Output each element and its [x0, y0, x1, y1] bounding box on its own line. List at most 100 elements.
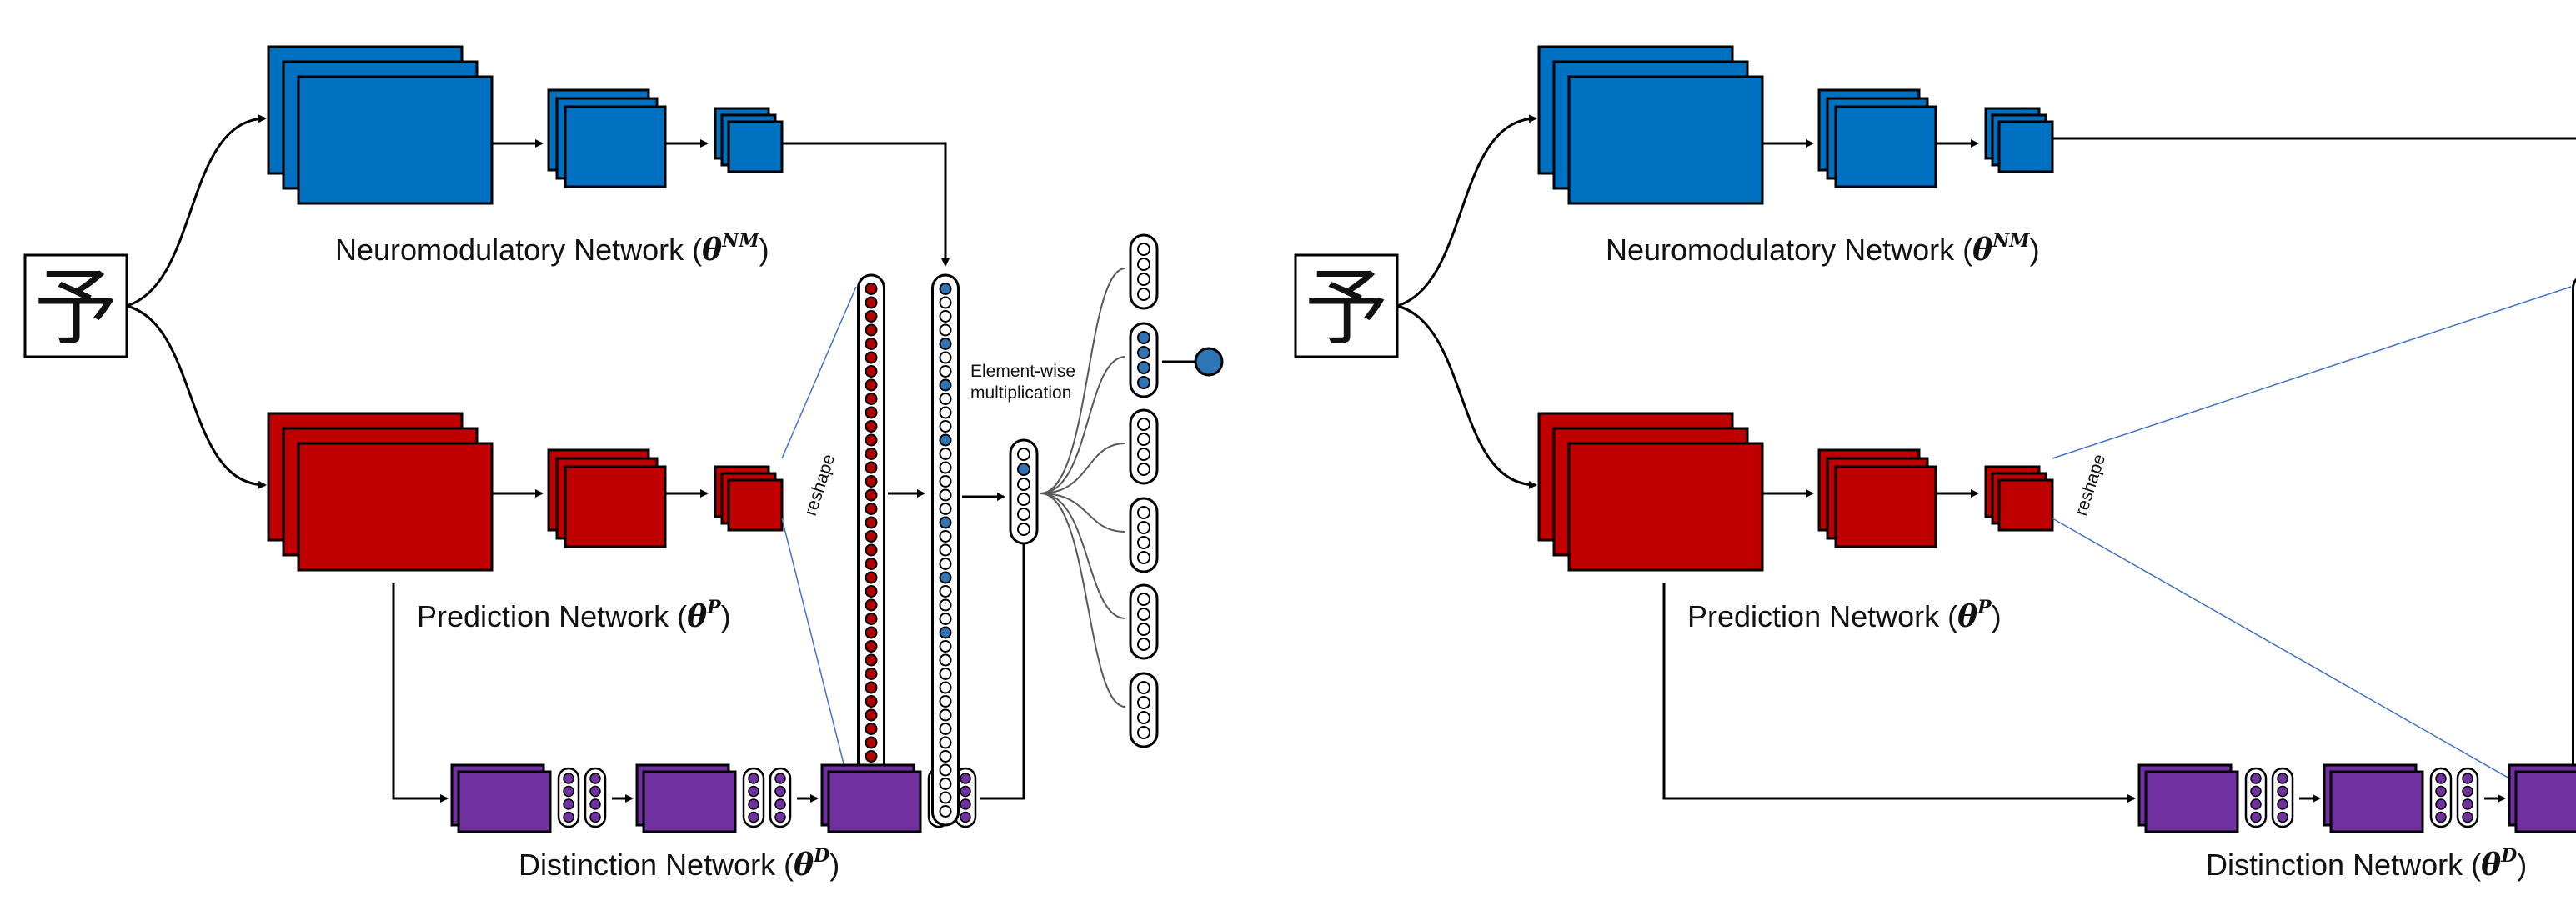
prediction-network-label-theta: θ: [1957, 599, 1977, 634]
task-head-3-node: [1137, 448, 1150, 461]
task-head-2-node: [1137, 346, 1150, 359]
reshaped-prediction-vector-capsule: [2572, 278, 2576, 823]
neuromodulatory-conv-block-1: [267, 45, 494, 205]
distinction-vector-3-node: [960, 811, 971, 823]
fan-line-4: [1040, 493, 1126, 533]
masked-feature-vector-node: [939, 763, 952, 777]
distinction-vector-1-node: [2277, 798, 2288, 810]
reshape-guide-bottom: [2052, 518, 2572, 814]
distinction-vector-2-node: [2435, 773, 2447, 784]
distinction-vector-2-capsule: [2456, 767, 2479, 828]
prediction-conv-block-3-layer: [1997, 478, 2054, 532]
masked-feature-vector-node: [939, 448, 952, 460]
masked-feature-vector-node: [939, 296, 952, 309]
task-head-1-node: [1137, 273, 1150, 286]
reshape-label: reshape: [2072, 452, 2109, 518]
distinction-vector-1-node: [2277, 811, 2288, 823]
neuromodulatory-conv-block-3: [1984, 107, 2054, 173]
masked-feature-vector-node: [939, 695, 952, 708]
masked-feature-vector-node: [939, 393, 952, 405]
prediction-network-label-superscript: P: [706, 597, 722, 618]
neuromodulatory-conv-block-1-layer: [1567, 75, 1764, 205]
task-head-3-capsule: [1129, 408, 1159, 485]
task-head-4-node: [1137, 521, 1150, 534]
distinction-network-label-text: Distinction Network (: [2206, 848, 2481, 882]
reshaped-prediction-vector-node: [865, 323, 878, 337]
neuromodulatory-conv-block-2: [547, 88, 667, 188]
distinction-vector-2-node: [774, 811, 786, 823]
reshaped-prediction-vector-node: [865, 585, 878, 598]
neuromodulatory-network-label-superscript: NM: [721, 230, 759, 252]
connector-distinction-to-shared: [980, 543, 1025, 800]
task-head-1-capsule: [1129, 233, 1159, 310]
masked-feature-vector-node: [939, 681, 952, 694]
neuromodulatory-network-label-paren: ): [759, 233, 769, 267]
reshaped-prediction-vector-node: [865, 475, 878, 488]
neuromodulatory-network-label: Neuromodulatory Network (θNM): [335, 230, 769, 268]
task-head-3-node: [1137, 418, 1150, 431]
masked-feature-vector-node: [939, 723, 952, 735]
task-head-1: [1129, 233, 1159, 310]
fan-line-2: [1040, 356, 1126, 494]
task-head-2-node: [1137, 376, 1150, 389]
distinction-vector-2-node: [774, 773, 786, 784]
distinction-vector-1-node: [589, 773, 601, 784]
input-image-frame: [23, 253, 128, 358]
fan-line-3: [1040, 443, 1126, 494]
reshaped-prediction-vector-node: [865, 750, 878, 763]
distinction-network-label-theta: θ: [794, 848, 814, 883]
reshaped-prediction-vector-node: [865, 310, 878, 323]
shared-feature-vector-node: [1017, 478, 1030, 491]
masked-feature-vector-node: [939, 585, 952, 598]
neuromodulatory-network-label-text: Neuromodulatory Network (: [1606, 233, 1972, 267]
elementwise-label-line1: Element-wise: [970, 362, 1075, 381]
masked-feature-vector-node: [939, 475, 952, 488]
prediction-conv-block-1: [1537, 412, 1764, 572]
neuromodulatory-network-label: Neuromodulatory Network (θNM): [1606, 230, 2040, 268]
reshaped-prediction-vector-node: [865, 351, 878, 364]
reshaped-prediction-vector-node: [865, 681, 878, 694]
distinction-network-label: Distinction Network (θD): [519, 845, 839, 883]
masked-feature-vector-node: [939, 365, 952, 378]
neuromodulatory-conv-block-1-layer: [297, 75, 494, 205]
prediction-network-label-paren: ): [1992, 599, 2002, 633]
task-head-6-node: [1137, 711, 1150, 724]
distinction-network-label-paren: ): [829, 848, 839, 882]
distinction-vector-1-node: [2250, 798, 2262, 810]
reshaped-prediction-vector-node: [865, 530, 878, 543]
task-head-4-node: [1137, 536, 1150, 549]
shared-feature-vector: [1009, 438, 1039, 545]
shared-feature-vector-node: [1017, 508, 1030, 521]
input-character-icon: 予: [34, 262, 118, 355]
shared-feature-vector-node: [1017, 493, 1030, 506]
distinction-vector-2-node: [774, 798, 786, 810]
task-head-3-node: [1137, 433, 1150, 446]
masked-feature-vector-node: [939, 668, 952, 680]
distinction-vector-3-node: [960, 798, 971, 810]
distinction-conv-block-2-layer: [642, 770, 737, 833]
distinction-vector-2-node: [748, 811, 759, 823]
reshaped-prediction-vector-node: [865, 668, 878, 680]
distinction-vector-2-capsule: [2429, 767, 2453, 828]
distinction-network-label: Distinction Network (θD): [2206, 845, 2527, 883]
prediction-conv-block-2: [547, 448, 667, 548]
reshaped-prediction-vector-node: [865, 461, 878, 474]
reshaped-prediction-vector-node: [865, 516, 878, 529]
distinction-conv-block-3: [820, 763, 922, 833]
shared-feature-vector-node: [1017, 448, 1030, 461]
task-head-5-node: [1137, 608, 1150, 621]
distinction-network-label-text: Distinction Network (: [519, 848, 794, 882]
reshaped-prediction-vector: [2572, 278, 2576, 823]
task-head-6-capsule: [1129, 672, 1159, 748]
masked-feature-vector-node: [939, 805, 952, 818]
reshaped-prediction-vector-node: [865, 571, 878, 584]
masked-feature-vector-node: [939, 420, 952, 433]
distinction-vector-1-node: [2250, 811, 2262, 823]
arrow-nm-to-mask: [782, 142, 950, 267]
masked-feature-vector-node: [939, 283, 952, 295]
arrow-nm-to-product: [2052, 137, 2576, 140]
distinction-vector-1-node: [563, 798, 574, 810]
task-head-5-node: [1137, 623, 1150, 636]
masked-feature-vector-node: [939, 543, 952, 557]
distinction-vector-1-node: [2277, 773, 2288, 784]
